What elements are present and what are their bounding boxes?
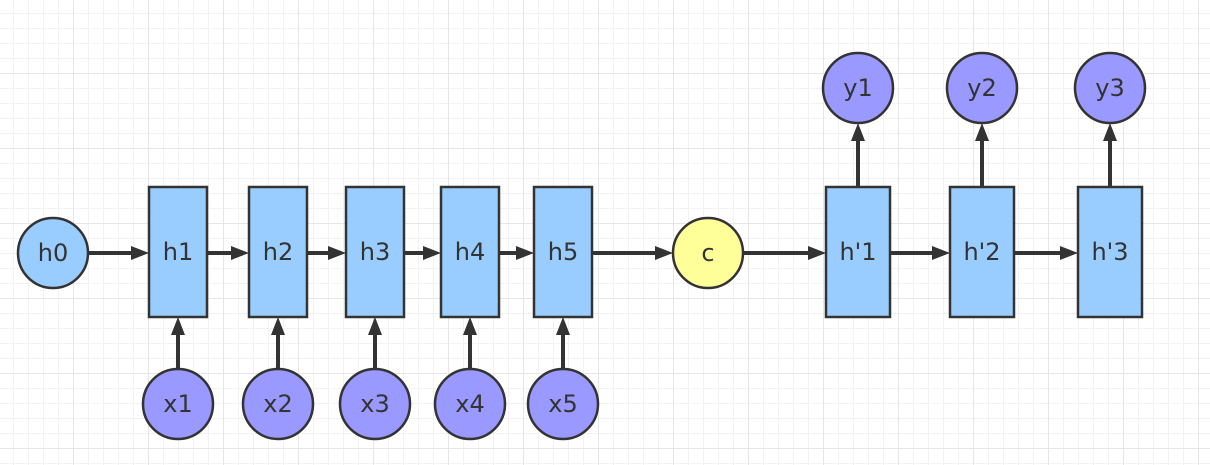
- node-input-x1: x1: [141, 367, 215, 441]
- edge-x2-h2: [271, 317, 285, 369]
- node-encoder-h5-label: h5: [548, 238, 578, 266]
- edge-decoder-2-3: [1014, 246, 1078, 260]
- edge-h0-h1: [88, 246, 149, 260]
- node-decoder-h2: h'2: [948, 185, 1016, 319]
- arrowhead-icon: [423, 246, 441, 260]
- edge-h4-h5: [499, 246, 534, 260]
- node-output-y1-label: y1: [843, 74, 872, 102]
- node-decoder-h1-label: h'1: [839, 238, 876, 266]
- node-h0-label: h0: [38, 239, 68, 267]
- node-encoder-h1-label: h1: [163, 238, 193, 266]
- nodes: h0 h1 h2 h3 h4 h5 x1 x2 x3 x4 x5 c h'1 h'2 h'3 y1 y2 y3: [16, 51, 1147, 441]
- arrowhead-icon: [271, 317, 285, 335]
- edge-x3-h3: [368, 317, 382, 369]
- arrowhead-icon: [131, 246, 149, 260]
- node-output-y2-label: y2: [967, 74, 996, 102]
- node-input-x3: x3: [338, 367, 412, 441]
- edge-decoder-1-2: [890, 246, 950, 260]
- arrowhead-icon: [1103, 123, 1117, 141]
- node-decoder-h3: h'3: [1076, 185, 1144, 319]
- arrowhead-icon: [556, 317, 570, 335]
- node-input-x1-label: x1: [163, 390, 192, 418]
- edge-x1-h1: [171, 317, 185, 369]
- arrowhead-icon: [171, 317, 185, 335]
- node-context-c: c: [671, 216, 745, 290]
- edge-x4-h4: [463, 317, 477, 369]
- node-input-x4-label: x4: [455, 390, 484, 418]
- node-decoder-h1: h'1: [824, 185, 892, 319]
- arrowhead-icon: [463, 317, 477, 335]
- node-h0: h0: [16, 216, 90, 290]
- node-context-c-label: c: [701, 239, 714, 267]
- arrowhead-icon: [516, 246, 534, 260]
- node-decoder-h2-label: h'2: [963, 238, 1000, 266]
- node-encoder-h4-label: h4: [455, 238, 485, 266]
- node-input-x5: x5: [526, 367, 600, 441]
- node-encoder-h2: h2: [247, 185, 309, 319]
- arrowhead-icon: [851, 123, 865, 141]
- edge-c-decoder: [743, 246, 826, 260]
- arrowhead-icon: [975, 123, 989, 141]
- node-input-x2-label: x2: [263, 390, 292, 418]
- node-input-x2: x2: [241, 367, 315, 441]
- edge-h5-c: [592, 246, 673, 260]
- edge-decoder-y1: [851, 123, 865, 187]
- node-encoder-h3: h3: [344, 185, 406, 319]
- edges: [88, 123, 1117, 369]
- edge-decoder-y3: [1103, 123, 1117, 187]
- node-output-y2: y2: [945, 51, 1019, 125]
- edge-h1-h2: [207, 246, 249, 260]
- node-encoder-h5: h5: [532, 185, 594, 319]
- node-encoder-h1: h1: [147, 185, 209, 319]
- node-output-y3: y3: [1073, 51, 1147, 125]
- arrowhead-icon: [231, 246, 249, 260]
- arrowhead-icon: [808, 246, 826, 260]
- node-encoder-h3-label: h3: [360, 238, 390, 266]
- arrowhead-icon: [328, 246, 346, 260]
- node-input-x3-label: x3: [360, 390, 389, 418]
- arrowhead-icon: [368, 317, 382, 335]
- node-output-y1: y1: [821, 51, 895, 125]
- arrowhead-icon: [1060, 246, 1078, 260]
- node-output-y3-label: y3: [1095, 74, 1124, 102]
- node-input-x5-label: x5: [548, 390, 577, 418]
- edge-h2-h3: [307, 246, 346, 260]
- node-decoder-h3-label: h'3: [1091, 238, 1128, 266]
- edge-decoder-y2: [975, 123, 989, 187]
- arrowhead-icon: [932, 246, 950, 260]
- edge-x5-h5: [556, 317, 570, 369]
- arrowhead-icon: [655, 246, 673, 260]
- node-encoder-h2-label: h2: [263, 238, 293, 266]
- edge-h3-h4: [404, 246, 441, 260]
- node-encoder-h4: h4: [439, 185, 501, 319]
- node-input-x4: x4: [433, 367, 507, 441]
